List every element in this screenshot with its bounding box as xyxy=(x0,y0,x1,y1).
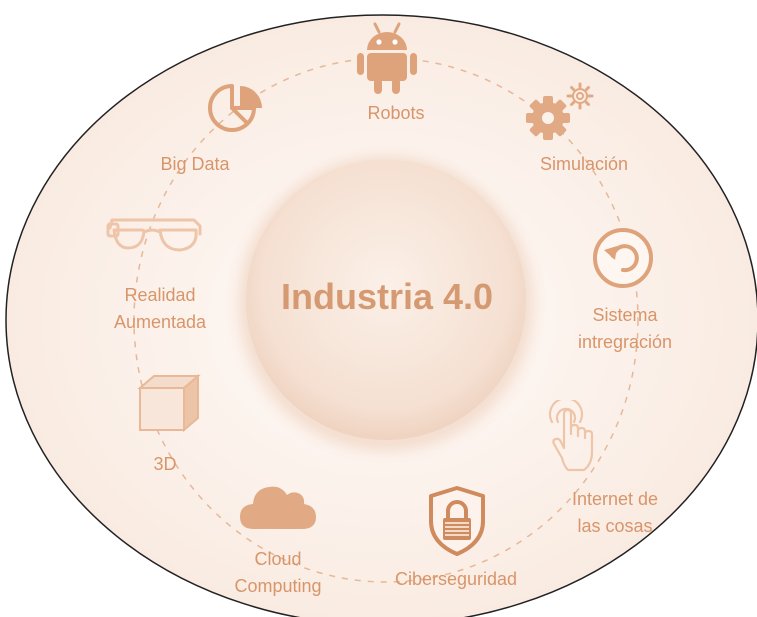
node-label-bigdata: Big Data xyxy=(160,154,230,174)
touch-hand-icon xyxy=(548,400,594,472)
cloud-icon xyxy=(240,486,316,529)
node-label-simulacion: Simulación xyxy=(539,154,629,174)
diagram-title: Industria 4.0 xyxy=(280,276,494,317)
inner-circle xyxy=(246,160,526,440)
node-label-ciberseguridad: Ciberseguridad xyxy=(394,569,518,589)
node-label-sistema: Sistema intregración xyxy=(577,305,673,352)
padlock-shield-icon xyxy=(429,486,485,556)
circular-undo-arrow-icon xyxy=(593,228,653,288)
android-robot-icon xyxy=(357,22,417,94)
node-label-cloud: Cloud Computing xyxy=(234,549,322,596)
cube-icon xyxy=(137,373,201,433)
pie-chart-icon xyxy=(208,84,262,132)
node-label-3d: 3D xyxy=(153,454,177,474)
smart-glasses-icon xyxy=(106,218,202,252)
node-label-realidad: Realidad Aumentada xyxy=(113,285,207,332)
gears-icon xyxy=(526,82,594,140)
node-label-iot: Internet de las cosas xyxy=(571,489,659,536)
node-label-robots: Robots xyxy=(367,103,425,123)
